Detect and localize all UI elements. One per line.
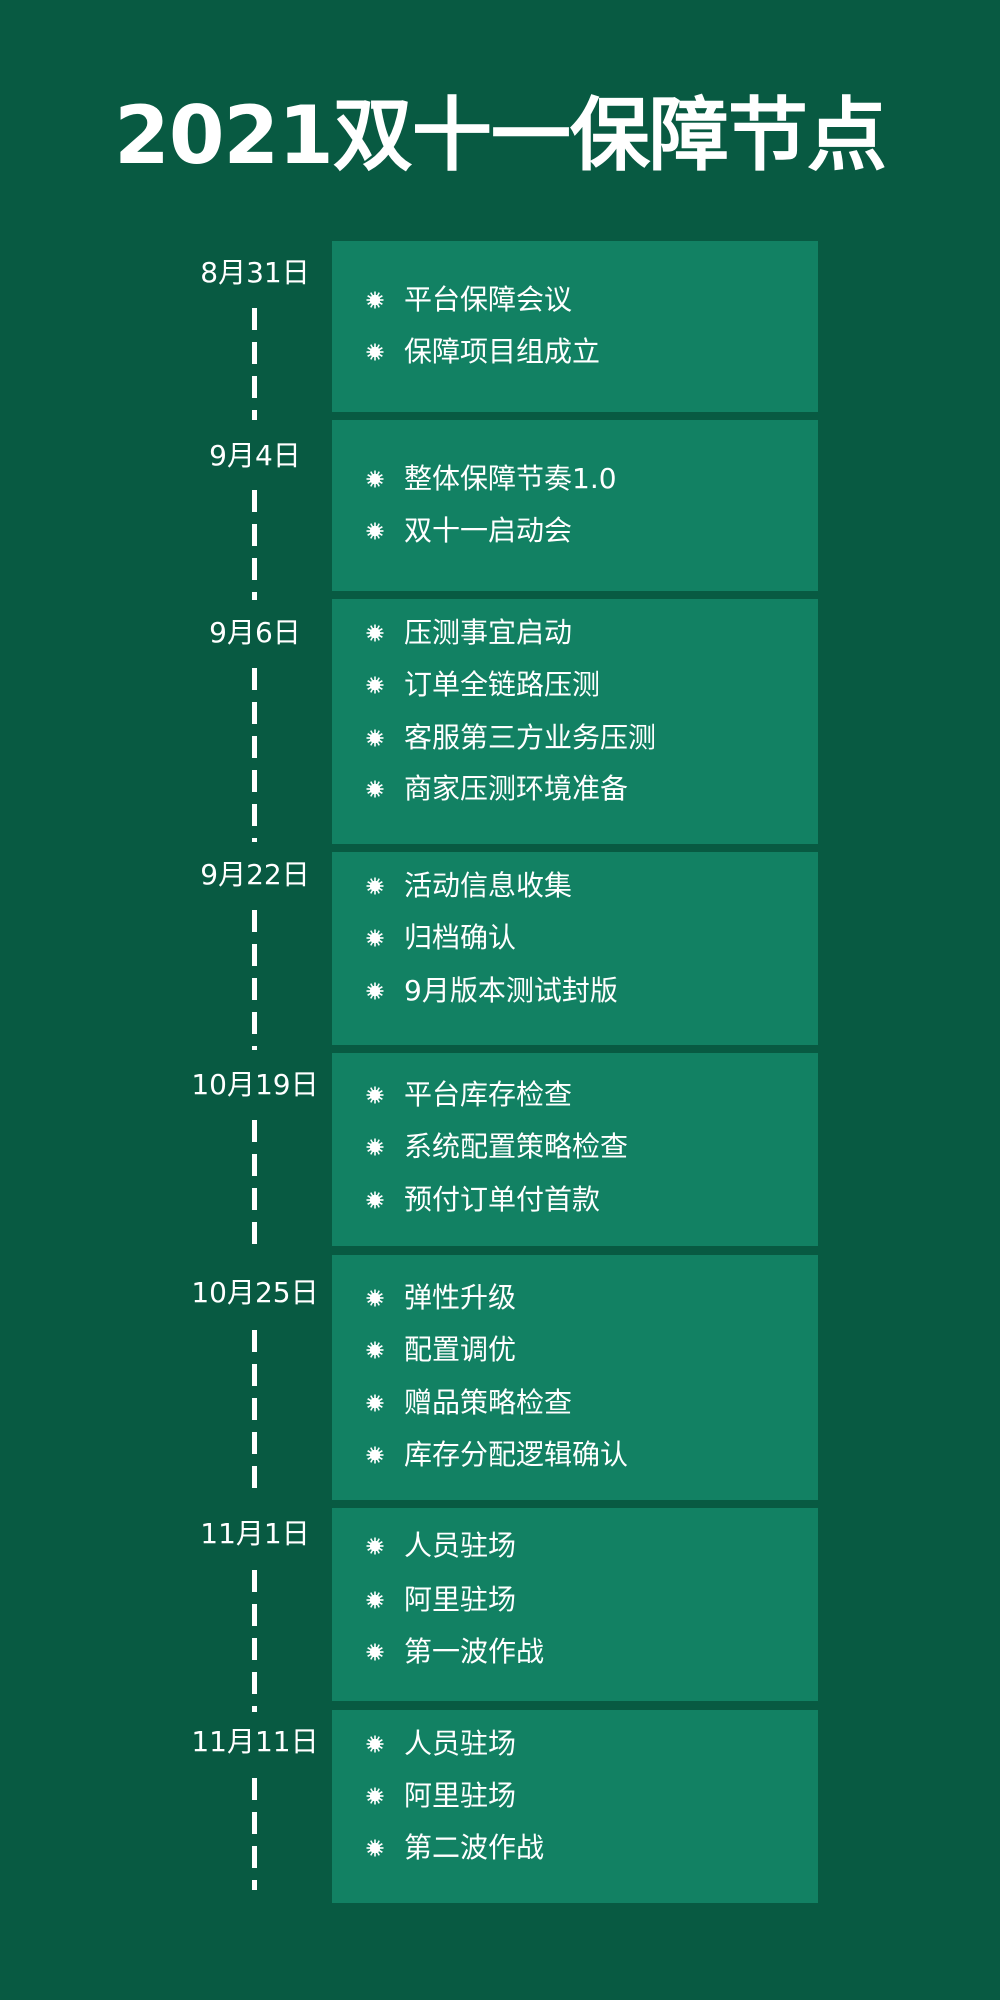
bullet-icon (366, 1086, 384, 1104)
bullet-icon (366, 729, 384, 747)
list-item-text: 压测事宜启动 (404, 616, 573, 649)
list-item-text: 库存分配逻辑确认 (404, 1438, 629, 1471)
list-item: 人员驻场 (366, 1526, 517, 1566)
list-item-text: 双十一启动会 (404, 514, 573, 547)
list-item-text: 客服第三方业务压测 (404, 721, 657, 754)
list-item: 阿里驻场 (366, 1580, 517, 1620)
list-item-text: 配置调优 (404, 1333, 517, 1366)
milestone-date: 10月19日 (191, 1068, 319, 1101)
list-item: 阿里驻场 (366, 1776, 517, 1816)
list-item: 活动信息收集 (366, 866, 573, 906)
list-item: 压测事宜启动 (366, 613, 573, 653)
bullet-icon (366, 1138, 384, 1156)
list-item-text: 第一波作战 (404, 1635, 545, 1668)
milestone-date: 11月1日 (200, 1517, 310, 1550)
bullet-icon (366, 929, 384, 947)
bullet-icon (366, 676, 384, 694)
list-item-text: 人员驻场 (404, 1727, 517, 1760)
list-item-text: 第二波作战 (404, 1831, 545, 1864)
list-item: 赠品策略检查 (366, 1383, 573, 1423)
list-item-text: 阿里驻场 (404, 1779, 517, 1812)
milestone-date: 9月22日 (200, 858, 310, 891)
list-item-text: 赠品策略检查 (404, 1386, 573, 1419)
milestone-card: 平台库存检查系统配置策略检查预付订单付首款 (332, 1053, 818, 1246)
list-item: 商家压测环境准备 (366, 769, 629, 809)
list-item: 第一波作战 (366, 1632, 545, 1672)
list-item-text: 阿里驻场 (404, 1583, 517, 1616)
bullet-icon (366, 982, 384, 1000)
list-item: 9月版本测试封版 (366, 971, 618, 1011)
milestone-date: 10月25日 (191, 1276, 319, 1309)
list-item: 预付订单付首款 (366, 1180, 601, 1220)
list-item-text: 预付订单付首款 (404, 1183, 601, 1216)
list-item-text: 订单全链路压测 (404, 668, 601, 701)
list-item-text: 平台保障会议 (404, 283, 573, 316)
bullet-icon (366, 470, 384, 488)
bullet-icon (366, 624, 384, 642)
list-item: 系统配置策略检查 (366, 1127, 629, 1167)
list-item: 平台保障会议 (366, 280, 573, 320)
bullet-icon (366, 1537, 384, 1555)
timeline-dashed-connector (252, 1120, 257, 1256)
list-item-text: 活动信息收集 (404, 869, 573, 902)
milestone-card: 整体保障节奏1.0 双十一启动会 (332, 420, 818, 591)
timeline-dashed-connector (252, 490, 257, 600)
milestone-date: 11月11日 (191, 1725, 319, 1758)
bullet-icon (366, 1839, 384, 1857)
milestone-card: 压测事宜启动订单全链路压测客服第三方业务压测商家压测环境准备 (332, 599, 818, 844)
milestone-card: 活动信息收集归档确认 9月版本测试封版 (332, 852, 818, 1045)
list-item-text: 弹性升级 (404, 1281, 517, 1314)
bullet-icon (366, 1643, 384, 1661)
timeline-dashed-connector (252, 910, 257, 1050)
bullet-icon (366, 1191, 384, 1209)
page-title: 2021双十一保障节点 (114, 89, 887, 182)
list-item: 第二波作战 (366, 1828, 545, 1868)
bullet-icon (366, 343, 384, 361)
list-item-text: 9月版本测试封版 (404, 974, 618, 1007)
list-item-text: 整体保障节奏1.0 (404, 462, 617, 495)
list-item-text: 系统配置策略检查 (404, 1130, 629, 1163)
bullet-icon (366, 1787, 384, 1805)
list-item: 平台库存检查 (366, 1075, 573, 1115)
list-item: 归档确认 (366, 918, 517, 958)
timeline-dashed-connector (252, 1330, 257, 1500)
timeline-dashed-connector (252, 1778, 257, 1890)
list-item: 弹性升级 (366, 1278, 517, 1318)
milestone-date: 8月31日 (200, 256, 310, 289)
list-item-text: 保障项目组成立 (404, 335, 601, 368)
timeline-dashed-connector (252, 668, 257, 842)
bullet-icon (366, 1446, 384, 1464)
bullet-icon (366, 780, 384, 798)
milestone-card: 平台保障会议保障项目组成立 (332, 241, 818, 412)
list-item: 库存分配逻辑确认 (366, 1435, 629, 1475)
bullet-icon (366, 291, 384, 309)
list-item: 客服第三方业务压测 (366, 718, 657, 758)
milestone-card: 人员驻场阿里驻场第一波作战 (332, 1508, 818, 1701)
milestone-card: 弹性升级配置调优赠品策略检查库存分配逻辑确认 (332, 1255, 818, 1500)
bullet-icon (366, 877, 384, 895)
list-item-text: 商家压测环境准备 (404, 772, 629, 805)
bullet-icon (366, 1289, 384, 1307)
bullet-icon (366, 1394, 384, 1412)
milestone-card: 人员驻场阿里驻场第二波作战 (332, 1710, 818, 1903)
bullet-icon (366, 1341, 384, 1359)
bullet-icon (366, 1735, 384, 1753)
milestone-date: 9月4日 (209, 439, 301, 472)
list-item: 双十一启动会 (366, 511, 573, 551)
list-item: 人员驻场 (366, 1724, 517, 1764)
list-item-text: 平台库存检查 (404, 1078, 573, 1111)
timeline-dashed-connector (252, 308, 257, 420)
list-item: 保障项目组成立 (366, 332, 601, 372)
list-item-text: 人员驻场 (404, 1529, 517, 1562)
list-item: 整体保障节奏1.0 (366, 459, 617, 499)
list-item: 配置调优 (366, 1330, 517, 1370)
list-item-text: 归档确认 (404, 921, 517, 954)
milestone-date: 9月6日 (209, 616, 301, 649)
bullet-icon (366, 522, 384, 540)
list-item: 订单全链路压测 (366, 665, 601, 705)
bullet-icon (366, 1591, 384, 1609)
timeline-dashed-connector (252, 1570, 257, 1712)
